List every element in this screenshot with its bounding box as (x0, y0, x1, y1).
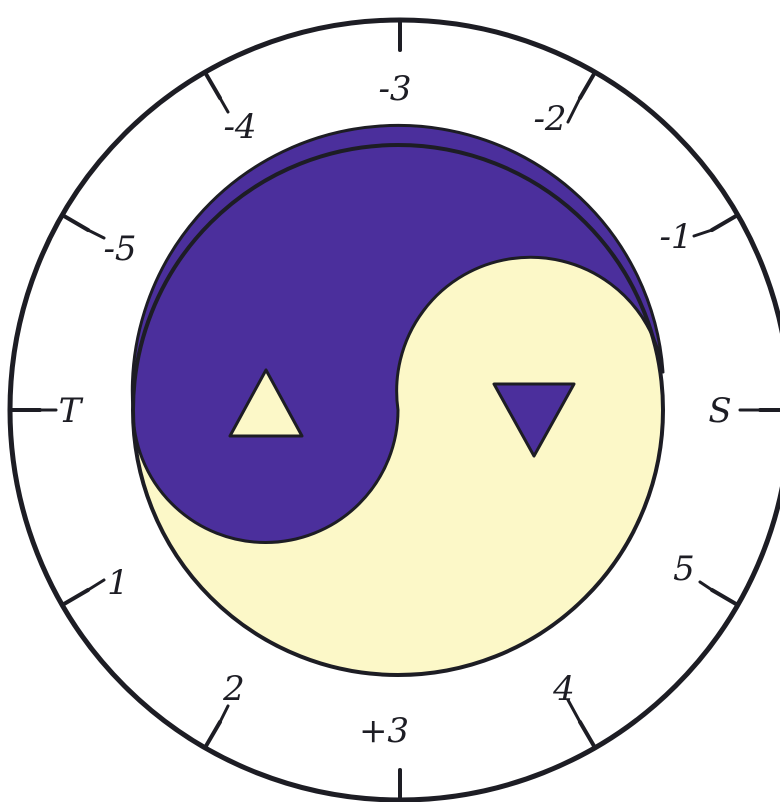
label-minus4: -4 (223, 107, 256, 147)
label-left: T (59, 391, 84, 431)
label-plus4: 4 (552, 669, 575, 709)
label-bottom: +3 (359, 711, 409, 751)
label-minus2: -2 (533, 99, 566, 139)
label-plus2: 2 (222, 669, 245, 709)
label-minus5: -5 (103, 229, 136, 269)
label-right: S (708, 391, 731, 431)
label-top: -3 (378, 69, 411, 109)
label-plus1: 1 (107, 563, 129, 603)
label-plus5: 5 (673, 549, 695, 589)
label-minus1: -1 (659, 217, 692, 257)
